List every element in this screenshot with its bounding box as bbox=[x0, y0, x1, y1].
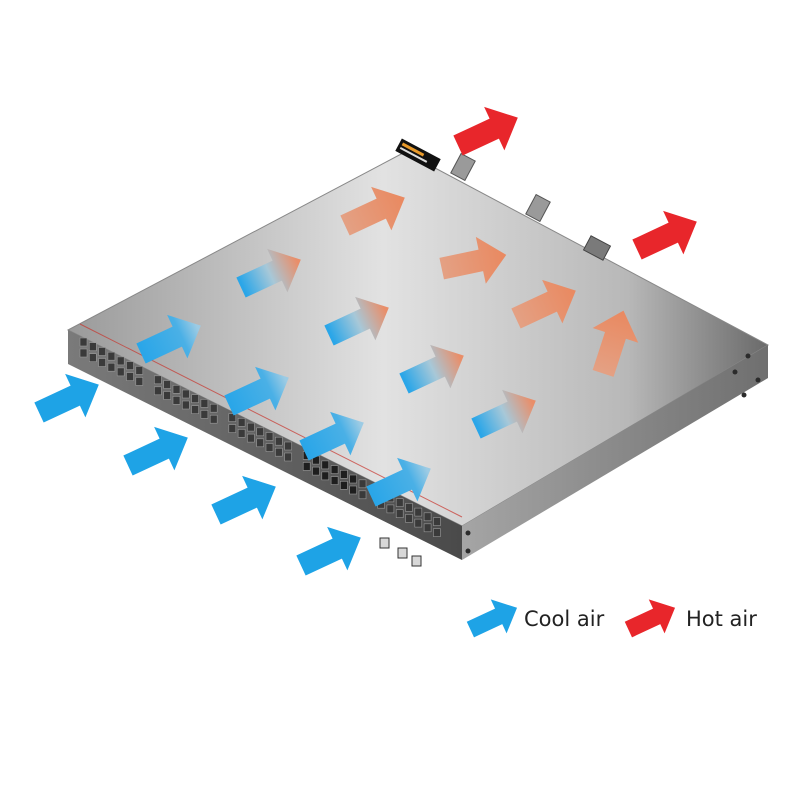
network-port bbox=[256, 427, 265, 437]
network-port bbox=[265, 432, 274, 441]
network-port bbox=[163, 380, 171, 389]
network-port bbox=[433, 528, 441, 537]
network-port bbox=[386, 504, 395, 514]
network-port bbox=[395, 498, 404, 508]
network-port bbox=[423, 512, 432, 522]
network-port bbox=[182, 400, 190, 410]
legend-hot-air-label: Hot air bbox=[686, 607, 757, 631]
network-port bbox=[182, 389, 190, 399]
rear-label-sticker bbox=[395, 138, 441, 172]
network-port bbox=[247, 433, 255, 443]
rear-fittings bbox=[450, 152, 612, 261]
cool-air-arrow-icon bbox=[205, 464, 286, 537]
network-port bbox=[172, 395, 181, 405]
network-port bbox=[154, 375, 162, 385]
network-port bbox=[358, 479, 367, 489]
port-array bbox=[79, 337, 441, 567]
network-port bbox=[302, 462, 311, 471]
network-port bbox=[247, 422, 255, 432]
network-port bbox=[330, 465, 339, 474]
management-port bbox=[379, 537, 390, 549]
legend-cool-air-label: Cool air bbox=[524, 607, 605, 631]
network-port bbox=[274, 436, 283, 446]
network-port bbox=[405, 503, 413, 512]
network-port bbox=[358, 490, 367, 500]
network-port bbox=[200, 410, 209, 419]
network-port bbox=[191, 405, 199, 415]
network-port bbox=[405, 514, 413, 523]
legend-cool-air-icon bbox=[462, 590, 525, 647]
network-port bbox=[135, 366, 144, 375]
network-port bbox=[135, 377, 144, 386]
management-port bbox=[411, 555, 422, 567]
network-port bbox=[340, 469, 348, 479]
network-port bbox=[79, 337, 88, 347]
network-port bbox=[200, 399, 209, 408]
switch-chassis bbox=[66, 138, 770, 567]
network-port bbox=[433, 517, 441, 526]
network-port bbox=[98, 358, 106, 367]
management-port bbox=[397, 547, 408, 559]
legend-hot-air-icon bbox=[620, 590, 683, 647]
network-port bbox=[284, 441, 292, 451]
network-port bbox=[209, 403, 218, 413]
network-port bbox=[237, 417, 246, 427]
network-port bbox=[330, 476, 339, 485]
network-port bbox=[228, 413, 237, 422]
network-port bbox=[154, 386, 162, 396]
network-port bbox=[191, 394, 199, 404]
network-port bbox=[126, 372, 134, 381]
network-port bbox=[89, 353, 97, 363]
network-port bbox=[228, 424, 237, 433]
network-port bbox=[414, 507, 423, 517]
hot-air-arrow-icon bbox=[626, 199, 707, 272]
network-port bbox=[107, 362, 116, 372]
side-screw-holes bbox=[465, 353, 761, 554]
network-port bbox=[349, 474, 358, 484]
network-port bbox=[284, 452, 292, 462]
network-port bbox=[172, 384, 181, 394]
network-port bbox=[265, 443, 274, 452]
network-port bbox=[163, 391, 171, 400]
network-port bbox=[107, 351, 116, 361]
cool-air-arrow-icon bbox=[290, 515, 371, 588]
network-port bbox=[312, 466, 320, 476]
network-port bbox=[340, 480, 348, 490]
network-port bbox=[116, 367, 125, 377]
network-port bbox=[349, 485, 358, 495]
network-port bbox=[126, 361, 134, 370]
network-port bbox=[116, 356, 125, 366]
network-port bbox=[237, 428, 246, 438]
network-port bbox=[414, 518, 423, 528]
network-port bbox=[274, 447, 283, 457]
chassis-side-panel bbox=[462, 345, 768, 560]
network-port bbox=[321, 471, 330, 481]
cool-air-arrow-icon bbox=[117, 415, 198, 488]
network-port bbox=[321, 460, 330, 470]
network-port bbox=[209, 414, 218, 424]
network-port bbox=[423, 523, 432, 533]
network-port bbox=[256, 438, 265, 448]
network-port bbox=[89, 342, 97, 352]
network-port bbox=[98, 347, 106, 356]
network-port bbox=[395, 509, 404, 519]
network-port bbox=[79, 348, 88, 358]
